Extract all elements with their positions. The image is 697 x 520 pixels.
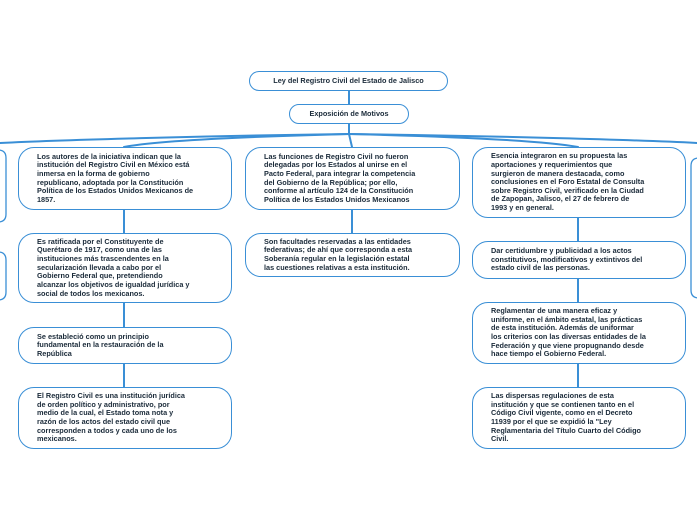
topic-node-col1-2[interactable]: Es ratificada por el Constituyente de Qu…: [18, 233, 232, 303]
topic-text: El Registro Civil es una institución jur…: [37, 391, 185, 444]
topic-node-col2-1[interactable]: Las funciones de Registro Civil no fuero…: [245, 147, 460, 210]
topic-text: Son facultades reservadas a las entidade…: [264, 236, 413, 272]
topic-text: Dar certidumbre y publicidad a los actos…: [491, 246, 643, 273]
connector-branch-col2: [348, 133, 353, 148]
topic-node-col2-2[interactable]: Son facultades reservadas a las entidade…: [245, 233, 460, 277]
topic-node-col3-3[interactable]: Reglamentar de una manera eficaz y unifo…: [472, 302, 686, 364]
topic-node-col3-2[interactable]: Dar certidumbre y publicidad a los actos…: [472, 241, 686, 279]
partial-node-left-1: [0, 149, 7, 223]
topic-node-col1-1[interactable]: Los autores de la iniciativa indican que…: [18, 147, 232, 210]
topic-text: Es ratificada por el Constituyente de Qu…: [37, 236, 190, 298]
partial-node-left-2: [0, 251, 7, 301]
topic-node-col1-4[interactable]: El Registro Civil es una institución jur…: [18, 387, 232, 449]
topic-text: Las dispersas regulaciones de esta insti…: [491, 391, 642, 444]
section-node-label: Exposición de Motivos: [309, 108, 389, 118]
root-node[interactable]: Ley del Registro Civil del Estado de Jal…: [249, 71, 448, 91]
connector-branch-col1: [123, 133, 350, 148]
topic-text: Las funciones de Registro Civil no fuero…: [264, 151, 416, 204]
topic-text: Reglamentar de una manera eficaz y unifo…: [491, 306, 646, 359]
topic-text: Los autores de la iniciativa indican que…: [37, 151, 194, 204]
connector-far-right-branch: [348, 133, 697, 144]
topic-text: Se estableció como un principio fundamen…: [37, 331, 164, 358]
partial-node-right-1: [690, 157, 697, 299]
topic-node-col3-4[interactable]: Las dispersas regulaciones de esta insti…: [472, 387, 686, 449]
topic-node-col1-3[interactable]: Se estableció como un principio fundamen…: [18, 327, 232, 364]
section-node[interactable]: Exposición de Motivos: [289, 104, 409, 124]
topic-node-col3-1[interactable]: Esencia integraron en su propuesta las a…: [472, 147, 686, 218]
root-node-label: Ley del Registro Civil del Estado de Jal…: [273, 75, 424, 85]
topic-text: Esencia integraron en su propuesta las a…: [491, 151, 645, 213]
